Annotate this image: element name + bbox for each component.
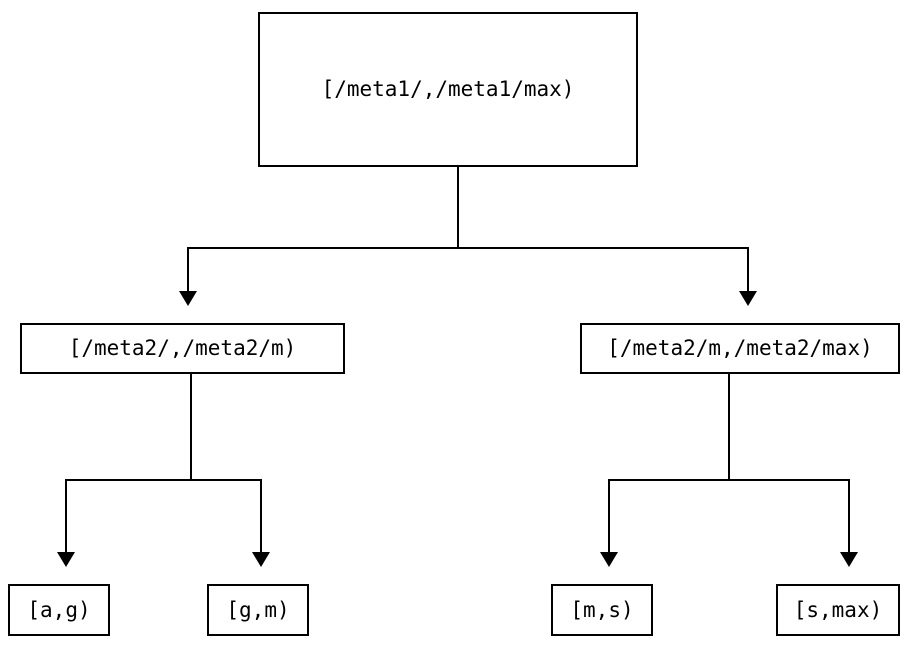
node-leaf-1[interactable]: [a,g) [8, 584, 110, 636]
node-leaf-2[interactable]: [g,m) [207, 584, 309, 636]
connector-level2-left-drop-right [260, 479, 262, 552]
arrowhead-down-icon [739, 291, 757, 306]
node-level2-right[interactable]: [/meta2/m,/meta2/max) [580, 323, 900, 374]
node-level2-right-label: [/meta2/m,/meta2/max) [607, 336, 873, 360]
connector-root-bar [187, 247, 749, 249]
connector-level2-left-stem [190, 374, 192, 480]
node-leaf-2-label: [g,m) [226, 597, 290, 622]
connector-level2-right-drop-left [608, 479, 610, 552]
connector-root-drop-right [747, 247, 749, 291]
connector-root-drop-left [187, 247, 189, 291]
connector-level2-right-drop-right [848, 479, 850, 552]
arrowhead-down-icon [179, 291, 197, 306]
connector-level2-right-stem [728, 374, 730, 480]
arrowhead-down-icon [252, 552, 270, 567]
arrowhead-down-icon [600, 552, 618, 567]
node-leaf-4[interactable]: [s,max) [776, 584, 900, 636]
node-level2-left-label: [/meta2/,/meta2/m) [68, 336, 297, 360]
node-leaf-3[interactable]: [m,s) [551, 584, 653, 636]
node-level2-left[interactable]: [/meta2/,/meta2/m) [20, 323, 345, 374]
node-leaf-3-label: [m,s) [570, 597, 634, 622]
connector-level2-left-bar [65, 479, 262, 481]
arrowhead-down-icon [840, 552, 858, 567]
node-leaf-1-label: [a,g) [27, 597, 91, 622]
connector-root-stem [457, 167, 459, 248]
connector-level2-left-drop-left [65, 479, 67, 552]
node-root[interactable]: [/meta1/,/meta1/max) [258, 12, 638, 167]
connector-level2-right-bar [608, 479, 850, 481]
arrowhead-down-icon [57, 552, 75, 567]
node-leaf-4-label: [s,max) [793, 597, 883, 622]
node-root-label: [/meta1/,/meta1/max) [321, 77, 575, 101]
